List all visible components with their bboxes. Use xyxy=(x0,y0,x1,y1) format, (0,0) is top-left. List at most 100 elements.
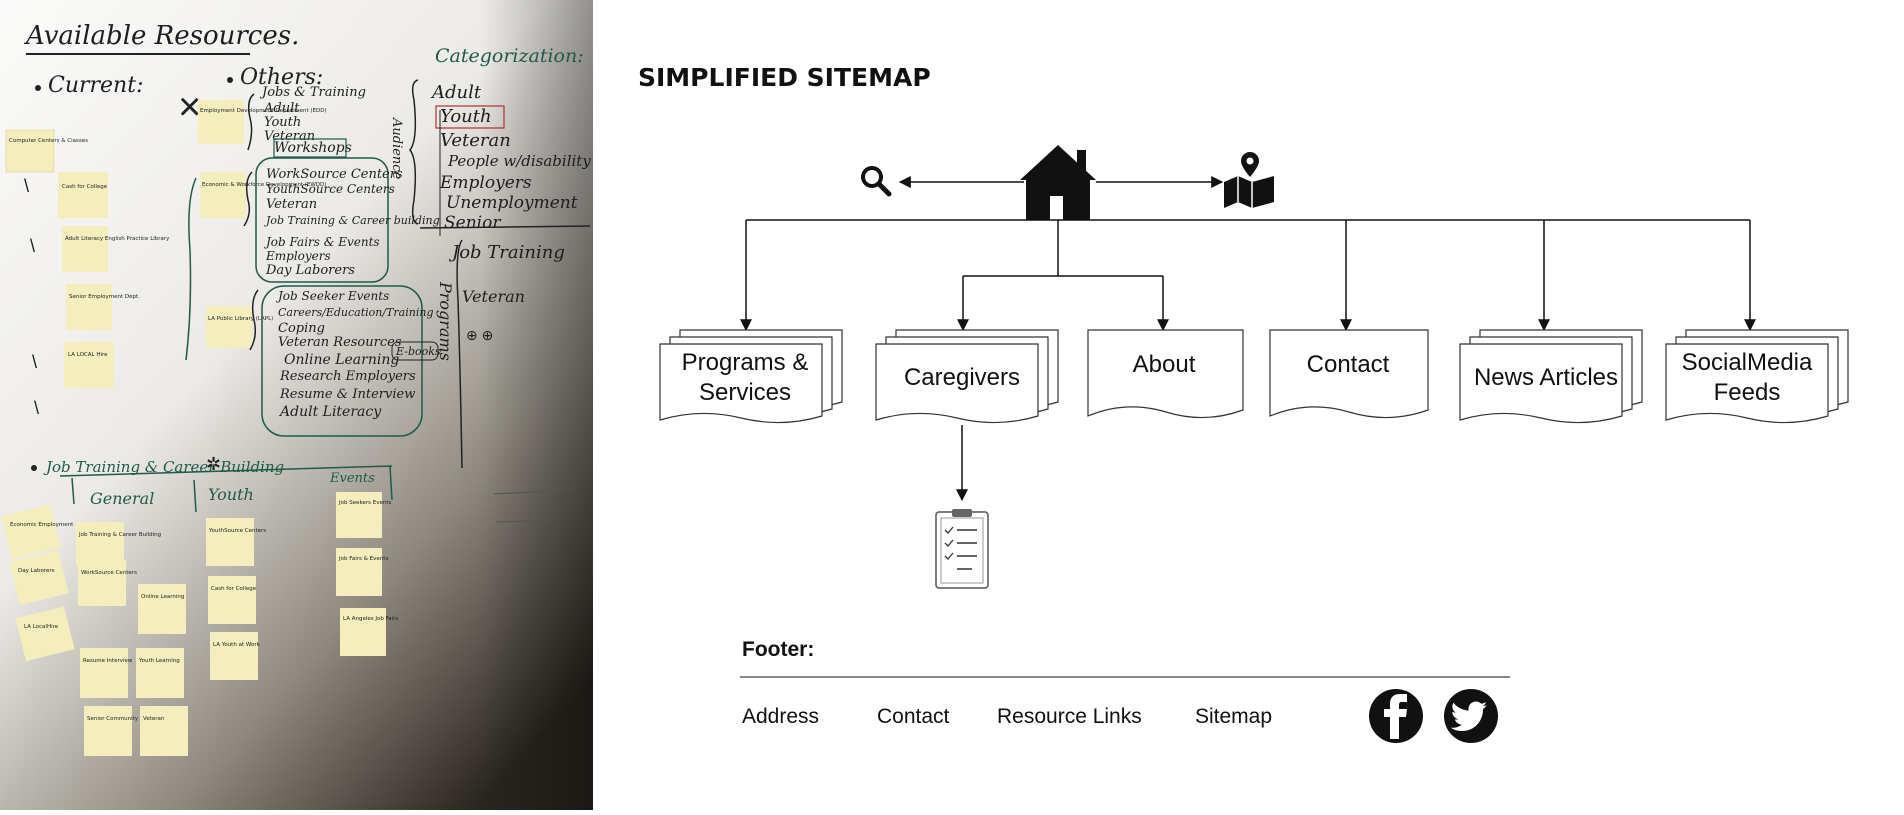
page-programs-services[interactable]: Programs & Services xyxy=(659,329,843,424)
svg-text:E-books: E-books xyxy=(395,345,441,358)
svg-text:\: \ xyxy=(30,236,35,256)
svg-text:Contact: Contact xyxy=(1307,351,1390,378)
svg-text:Employment Development Departm: Employment Development Department (EDD) xyxy=(200,108,327,114)
svg-text:Cash for College: Cash for College xyxy=(211,586,257,592)
svg-text:Youth: Youth xyxy=(208,485,254,504)
sitemap-title: SIMPLIFIED SITEMAP xyxy=(638,63,931,92)
categorization-label: Categorization: xyxy=(435,45,584,67)
svg-text:LA LOCAL Hire: LA LOCAL Hire xyxy=(68,352,108,358)
twitter-icon[interactable] xyxy=(1444,689,1498,743)
svg-text:Day Laborers: Day Laborers xyxy=(18,568,55,574)
svg-text:Resume & Interview: Resume & Interview xyxy=(279,387,415,402)
svg-text:LA Youth at Work: LA Youth at Work xyxy=(213,642,261,648)
svg-text:Unemployment: Unemployment xyxy=(446,193,578,213)
svg-text:SocialMedia: SocialMedia xyxy=(1682,349,1813,376)
footer-link-resource-links[interactable]: Resource Links xyxy=(997,705,1142,728)
map-pin-icon[interactable] xyxy=(1224,152,1274,208)
general-stickies: Job Training & Career Building WorkSourc… xyxy=(76,522,188,756)
svg-text:People w/disability: People w/disability xyxy=(447,152,591,170)
svg-text:Services: Services xyxy=(699,379,791,406)
svg-text:Job Seekers Events: Job Seekers Events xyxy=(338,500,391,506)
others-group-2: WorkSource Centers YouthSource Centers V… xyxy=(263,167,440,278)
svg-text:About: About xyxy=(1133,351,1196,378)
svg-text:Economic Employment: Economic Employment xyxy=(10,522,74,528)
page-caregivers[interactable]: Caregivers xyxy=(875,329,1059,424)
svg-text:WorkSource Centers: WorkSource Centers xyxy=(81,570,137,576)
clipboard-checklist-icon[interactable] xyxy=(935,509,989,589)
categorization-list: Adult Youth Veteran People w/disability … xyxy=(430,82,591,233)
programs-label: Programs xyxy=(436,281,455,361)
svg-text:YouthSource Centers: YouthSource Centers xyxy=(266,182,395,196)
svg-text:Senior Community Employment: Senior Community Employment xyxy=(87,716,176,722)
svg-text:Computer Centers & Classes: Computer Centers & Classes xyxy=(9,138,88,144)
whiteboard-photo: Available Resources. Current: Others: Ca… xyxy=(0,0,593,810)
facebook-icon[interactable] xyxy=(1369,689,1423,743)
svg-text:Research Employers: Research Employers xyxy=(279,369,416,384)
svg-text:Youth: Youth xyxy=(440,106,492,127)
svg-text:Job Seeker Events: Job Seeker Events xyxy=(275,289,389,303)
svg-text:LA LocalHire: LA LocalHire xyxy=(24,624,59,630)
page-contact[interactable]: Contact xyxy=(1269,329,1429,419)
others-group-3: Job Seeker Events Careers/Education/Trai… xyxy=(275,289,434,420)
svg-text:Youth Learning: Youth Learning xyxy=(138,658,180,664)
audience-label: Audience xyxy=(389,117,404,180)
svg-text:Workshops: Workshops xyxy=(274,140,352,156)
jt-left-stickies: Economic Employment Day Laborers LA Loca… xyxy=(1,504,75,662)
sitemap-diagram: SIMPLIFIED SITEMAP Programs & Services xyxy=(638,63,1849,743)
svg-text:Veteran: Veteran xyxy=(440,130,511,151)
page-news-articles[interactable]: News Articles xyxy=(1459,329,1643,424)
svg-text:Coping: Coping xyxy=(278,321,325,336)
footer-link-contact[interactable]: Contact xyxy=(877,705,950,728)
svg-text:Veteran: Veteran xyxy=(264,129,315,144)
svg-text:Veteran: Veteran xyxy=(143,716,165,722)
events-stickies: Job Seekers Events Job Fairs & Events LA… xyxy=(336,492,398,656)
svg-text:Adult Literacy: Adult Literacy xyxy=(278,404,382,420)
svg-text:Employers: Employers xyxy=(265,249,331,263)
svg-text:Job Training & Career Building: Job Training & Career Building xyxy=(78,532,161,538)
svg-text:×: × xyxy=(178,85,201,129)
svg-text:✲: ✲ xyxy=(206,454,221,474)
svg-text:Events: Events xyxy=(329,471,375,486)
svg-text:Adult: Adult xyxy=(263,101,300,116)
svg-text:\: \ xyxy=(32,352,37,372)
svg-text:Job Fairs & Events: Job Fairs & Events xyxy=(263,235,380,249)
svg-text:Online Learning: Online Learning xyxy=(141,594,184,600)
others-label: Others: xyxy=(240,65,323,90)
page-socialmedia-feeds[interactable]: SocialMedia Feeds xyxy=(1665,329,1849,424)
svg-text:WorkSource Centers: WorkSource Centers xyxy=(266,167,403,182)
svg-text:YouthSource Centers: YouthSource Centers xyxy=(208,528,266,534)
svg-text:LA Public Library (LAPL): LA Public Library (LAPL) xyxy=(208,316,273,322)
svg-text:Adult Literacy English Practic: Adult Literacy English Practice Library xyxy=(65,236,170,242)
footer-heading: Footer: xyxy=(742,638,814,661)
footer-link-sitemap[interactable]: Sitemap xyxy=(1195,705,1272,728)
svg-text:News Articles: News Articles xyxy=(1474,364,1618,391)
home-icon[interactable] xyxy=(1020,145,1096,220)
svg-text:⊕ ⊕: ⊕ ⊕ xyxy=(466,327,493,343)
svg-text:General: General xyxy=(90,489,154,508)
youth-stickies: YouthSource Centers Cash for College LA … xyxy=(206,518,266,680)
svg-text:Veteran Resources: Veteran Resources xyxy=(278,335,402,350)
svg-text:LA Angeles Job Fairs: LA Angeles Job Fairs xyxy=(343,616,398,622)
svg-text:Caregivers: Caregivers xyxy=(904,364,1020,391)
svg-text:Day Laborers: Day Laborers xyxy=(265,263,355,278)
svg-text:Online Learning: Online Learning xyxy=(284,352,399,368)
footer-link-address[interactable]: Address xyxy=(742,705,819,728)
current-stickies: Computer Centers & Classes \ Cash for Co… xyxy=(5,129,170,418)
svg-text:Job Fairs & Events: Job Fairs & Events xyxy=(338,556,388,562)
svg-text:Programs &: Programs & xyxy=(682,349,809,376)
svg-text:Job Training: Job Training xyxy=(448,242,565,263)
svg-text:\: \ xyxy=(34,398,39,418)
sitemap-panel: SIMPLIFIED SITEMAP Programs & Services xyxy=(593,0,1904,810)
svg-text:Jobs & Training: Jobs & Training xyxy=(259,85,366,100)
whiteboard-drawing: Available Resources. Current: Others: Ca… xyxy=(0,0,593,810)
page-about[interactable]: About xyxy=(1087,329,1244,419)
svg-text:Senior Employment Dept.: Senior Employment Dept. xyxy=(69,294,140,300)
svg-text:Adult: Adult xyxy=(430,82,482,103)
svg-text:Resume Interview: Resume Interview xyxy=(83,658,133,664)
svg-text:Veteran: Veteran xyxy=(266,197,317,212)
svg-text:Employers: Employers xyxy=(439,173,532,193)
svg-text:Careers/Education/Training: Careers/Education/Training xyxy=(278,306,434,319)
search-icon[interactable] xyxy=(861,166,892,197)
svg-text:Economic & Workforce Developme: Economic & Workforce Development (EWDD) xyxy=(202,182,326,188)
svg-text:Feeds: Feeds xyxy=(1714,379,1781,406)
